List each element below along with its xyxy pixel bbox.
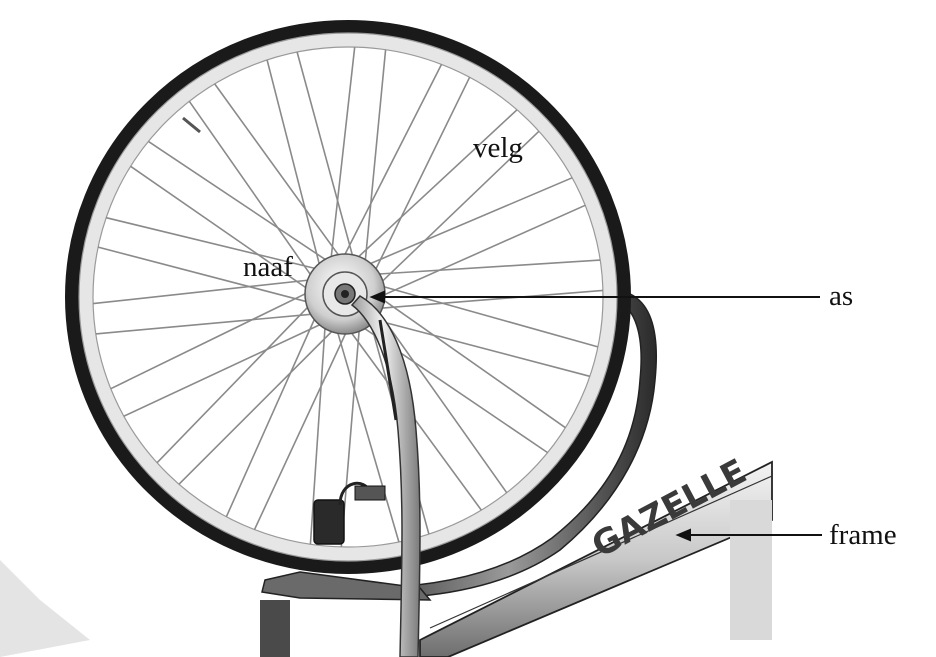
spoke [110, 288, 316, 390]
spoke [123, 319, 331, 417]
axle-arrowhead [369, 290, 385, 304]
axle-label: as [829, 280, 853, 312]
spoke [95, 312, 323, 335]
spoke [106, 216, 326, 272]
spoke [363, 49, 387, 272]
frame-label: frame [829, 519, 897, 551]
hub-label: naaf [243, 251, 293, 283]
spoke [214, 83, 346, 265]
spoke [367, 259, 601, 276]
leader-lines [369, 290, 822, 542]
spoke [339, 64, 443, 265]
rim-label: velg [473, 132, 523, 164]
fender [261, 291, 657, 601]
spoke [147, 140, 336, 267]
spoke [374, 293, 566, 429]
spoke [329, 47, 356, 269]
dynamo [313, 481, 386, 545]
background-shading [0, 560, 290, 657]
spoke [266, 59, 323, 275]
spoke [359, 177, 573, 269]
spoke [349, 109, 518, 266]
spoke [225, 308, 320, 518]
frame-tube: GAZELLE [419, 451, 773, 657]
fork [350, 295, 421, 657]
spoke [333, 321, 400, 543]
spoke [364, 316, 591, 378]
spoke [130, 165, 316, 295]
spoke [178, 322, 341, 485]
spoke [296, 51, 357, 267]
spoke [373, 130, 540, 290]
spoke [372, 282, 599, 348]
spoke [370, 76, 471, 280]
spoke [188, 100, 318, 285]
spoke [372, 303, 508, 494]
spoke [93, 278, 320, 305]
spoke [370, 289, 603, 310]
frame-arrowhead [675, 528, 691, 542]
spoke [309, 316, 327, 545]
spoke [253, 323, 351, 530]
spoke [374, 204, 586, 300]
spoke [156, 298, 317, 464]
spoke [97, 246, 318, 306]
valve [182, 116, 201, 134]
